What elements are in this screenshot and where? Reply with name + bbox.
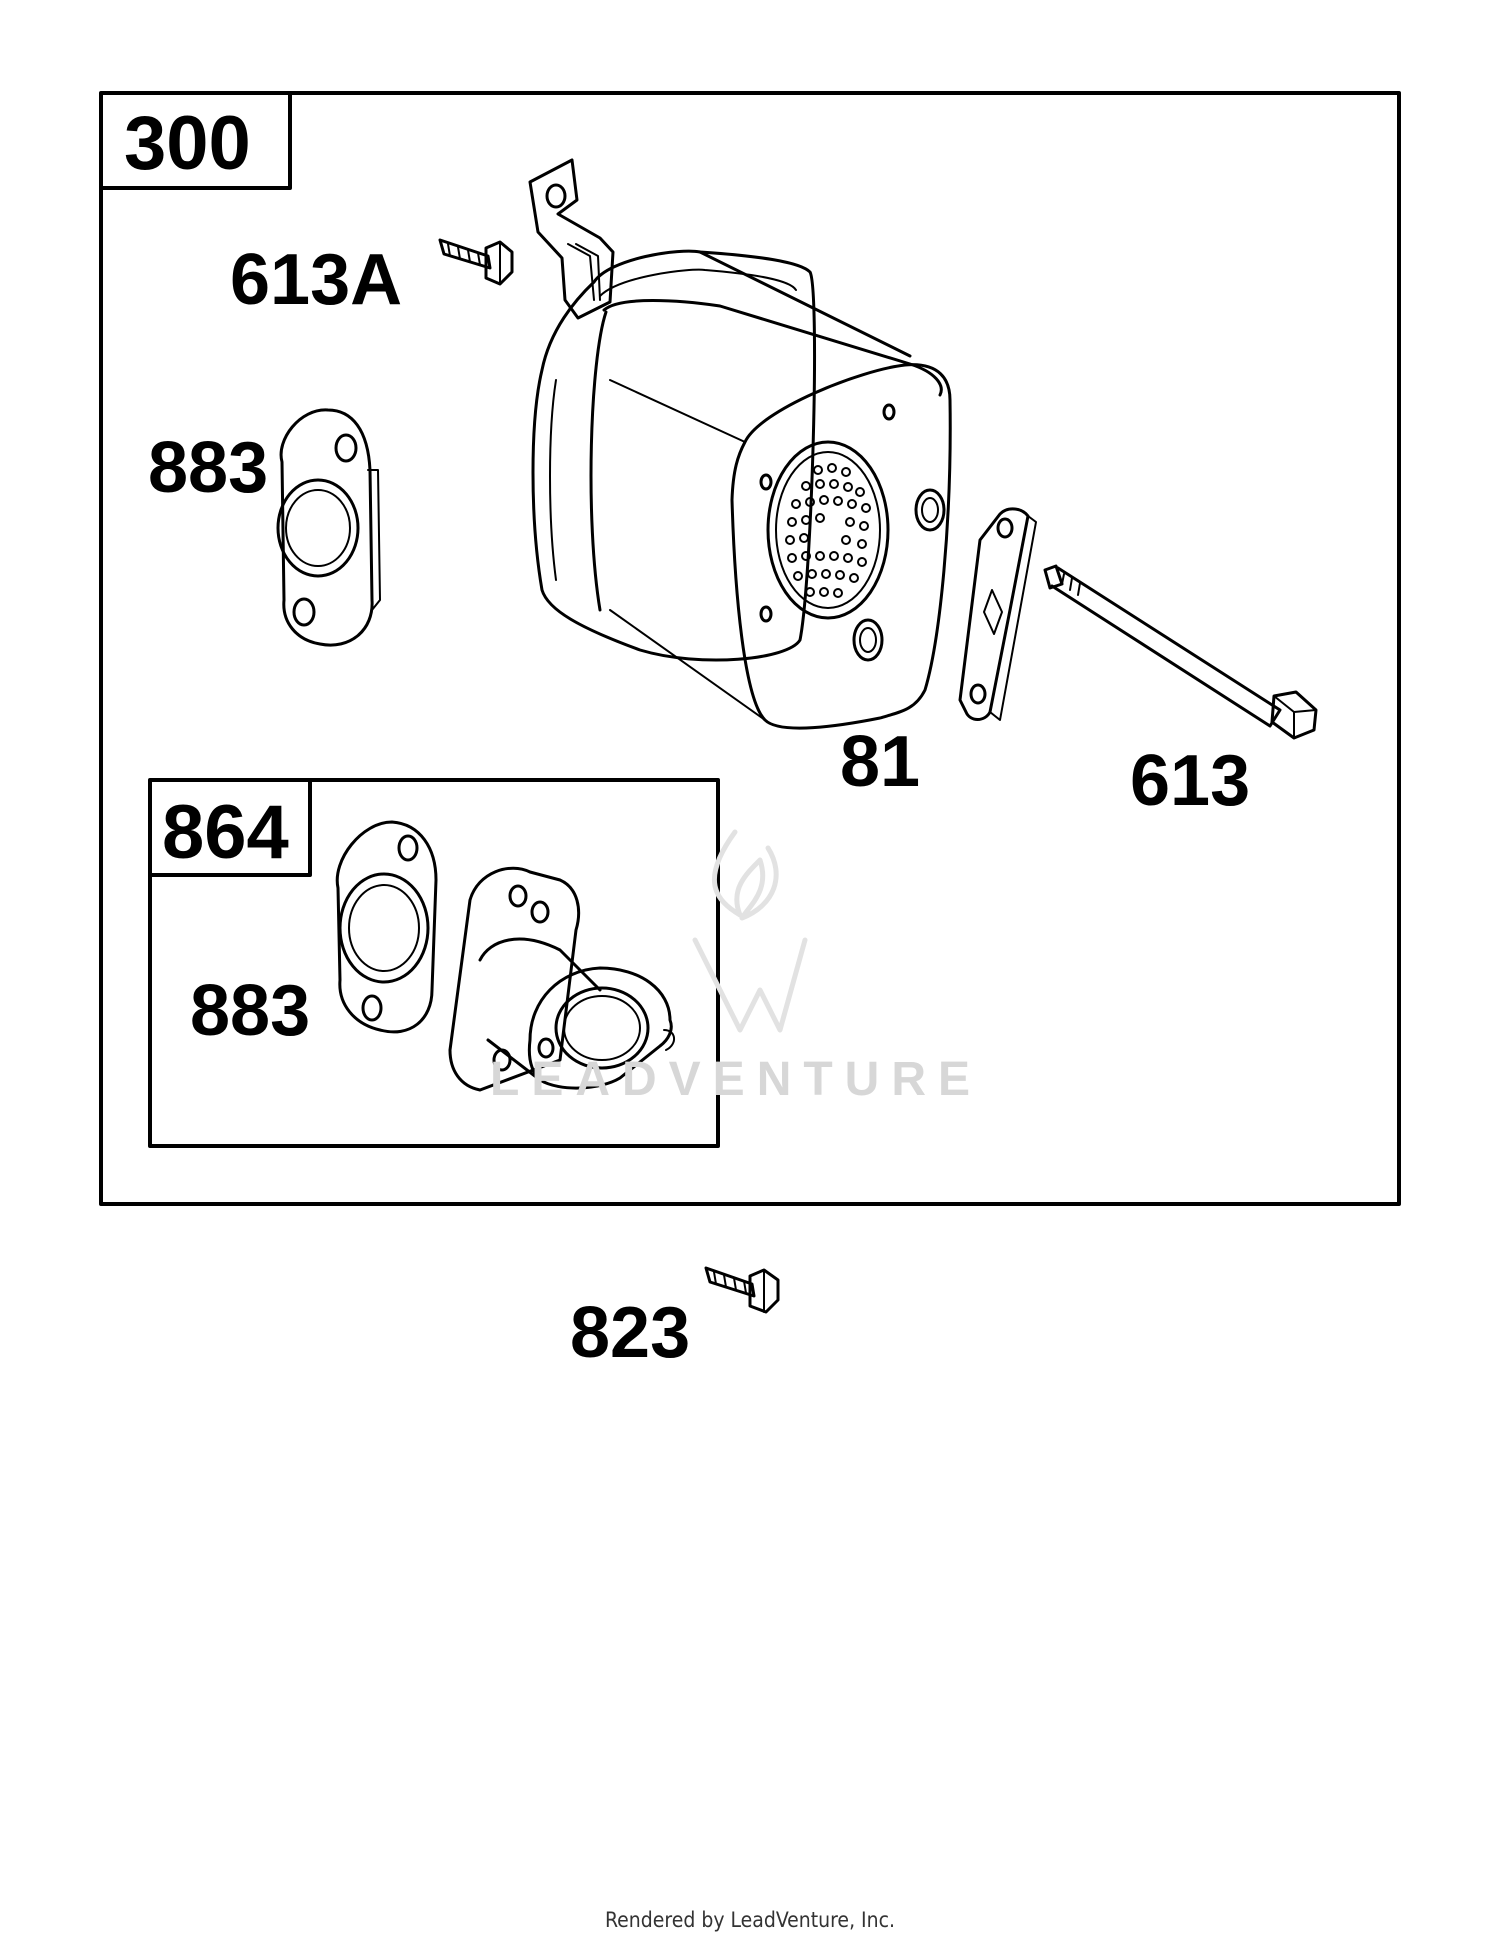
footer-credit: Rendered by LeadVenture, Inc.	[605, 1908, 895, 1932]
muffler-part	[528, 158, 952, 730]
part-label-883-lower[interactable]: 883	[190, 971, 311, 1051]
muffler-screen	[766, 440, 890, 620]
bolt-613-icon	[1043, 564, 1318, 740]
gasket-883-lower	[335, 820, 438, 1034]
bracket-hole-icon	[545, 183, 567, 209]
part-label-883-upper[interactable]: 883	[148, 428, 269, 508]
subassembly-tag-box	[148, 778, 312, 877]
gasket-883-upper	[276, 408, 381, 647]
assembly-tag-box	[99, 91, 292, 190]
screw-613A-icon	[438, 238, 514, 286]
screen-holes	[785, 463, 871, 598]
part-label-613[interactable]: 613	[1130, 741, 1251, 821]
assembly-number-label: 300	[124, 101, 251, 186]
assembly-frame	[99, 91, 1401, 1206]
watermark-text: LEADVENTURE	[490, 1053, 983, 1106]
subassembly-number-label: 864	[162, 790, 289, 875]
part-label-823[interactable]: 823	[570, 1293, 691, 1373]
part-label-613A[interactable]: 613A	[230, 240, 403, 320]
exhaust-adapter	[448, 866, 675, 1092]
screw-823-icon	[704, 1266, 780, 1314]
watermark-logo-icon	[692, 829, 808, 1033]
subassembly-frame	[148, 778, 720, 1148]
part-label-81[interactable]: 81	[840, 722, 921, 802]
lock-plate-81	[958, 507, 1037, 721]
